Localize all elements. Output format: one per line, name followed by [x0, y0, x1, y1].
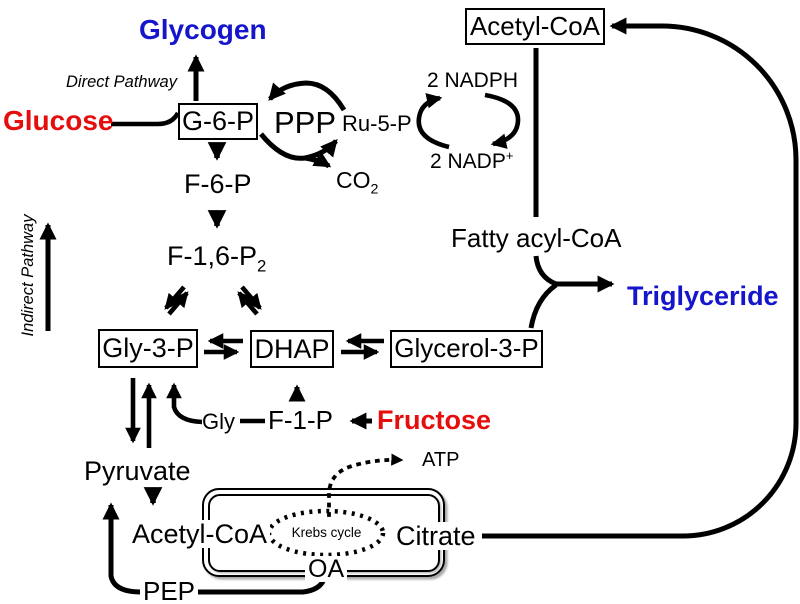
node-pyruvate: Pyruvate	[84, 456, 191, 486]
node-ppp: PPP	[274, 105, 337, 140]
arrow-f16p2-to-gly3p	[164, 285, 186, 310]
f16p2-subscript: 2	[257, 256, 267, 276]
arrow-gly-to-gly3p	[166, 382, 203, 425]
line-fattyacylcoa-to-junction	[533, 255, 558, 287]
node-oa: OA	[305, 556, 348, 582]
node-atp: ATP	[422, 449, 460, 471]
line-glycerol3p-to-junction	[528, 282, 558, 329]
line-glucose-to-g6p	[111, 111, 181, 127]
node-nadph: 2 NADPH	[427, 69, 519, 92]
node-acetyl-coa-top-label: Acetyl-CoA	[469, 10, 601, 41]
node-gly3p-box: Gly-3-P	[98, 329, 198, 368]
node-glycerol3p-box: Glycerol-3-P	[390, 330, 543, 368]
arrow-pep-to-pyruvate	[102, 502, 142, 595]
node-co2: CO2	[336, 168, 378, 198]
node-nadp: 2 NADP+	[430, 149, 513, 173]
nadp-superscript: +	[505, 148, 514, 163]
arrow-krebs-to-atp	[327, 453, 404, 517]
node-f16p2: F-1,6-P2	[167, 242, 266, 275]
indirect-pathway-label: Indirect Pathway	[19, 214, 37, 337]
node-g6p-box: G-6-P	[178, 103, 258, 140]
krebs-cycle-label: Krebs cycle	[291, 525, 362, 540]
node-glycogen: Glycogen	[139, 14, 267, 45]
node-f6p: F-6-P	[184, 169, 252, 199]
node-pep: PEP	[140, 577, 199, 604]
node-glucose: Glucose	[3, 105, 114, 136]
direct-pathway-label: Direct Pathway	[66, 73, 177, 91]
line-oa-to-pep	[186, 577, 327, 595]
node-f1p: F-1-P	[268, 405, 333, 435]
co2-subscript: 2	[370, 181, 379, 198]
node-gly: Gly	[202, 409, 235, 434]
f16p2-base: F-1,6-P	[167, 241, 258, 271]
node-acetyl-coa-top-box: Acetyl-CoA	[465, 8, 605, 45]
node-glycerol3p-label: Glycerol-3-P	[394, 333, 539, 364]
co2-base: CO	[336, 167, 371, 193]
node-dhap-box: DHAP	[250, 330, 334, 368]
node-gly3p-label: Gly-3-P	[102, 333, 194, 364]
arrow-ru5p-to-g6p-ppp-return	[268, 80, 347, 112]
node-triglyceride: Triglyceride	[627, 281, 779, 311]
node-fatty-acyl-coa: Fatty acyl-CoA	[451, 223, 622, 253]
arrow-f16p2-to-dhap	[240, 285, 262, 310]
arrow-nadp-to-nadph	[416, 93, 450, 150]
node-dhap-label: DHAP	[254, 333, 330, 364]
node-g6p-label: G-6-P	[181, 106, 254, 137]
node-fructose: Fructose	[377, 405, 492, 435]
arrow-citrate-loop-to-acetylcoa	[482, 17, 799, 539]
node-ru5p: Ru-5-P	[342, 111, 412, 136]
arrow-nadph-to-nadp	[484, 92, 521, 149]
nadp-base: 2 NADP	[430, 150, 506, 173]
arrow-ppp-to-co2	[304, 151, 332, 169]
node-acetyl-coa-mito: Acetyl-CoA	[129, 520, 271, 548]
node-citrate: Citrate	[393, 522, 479, 550]
